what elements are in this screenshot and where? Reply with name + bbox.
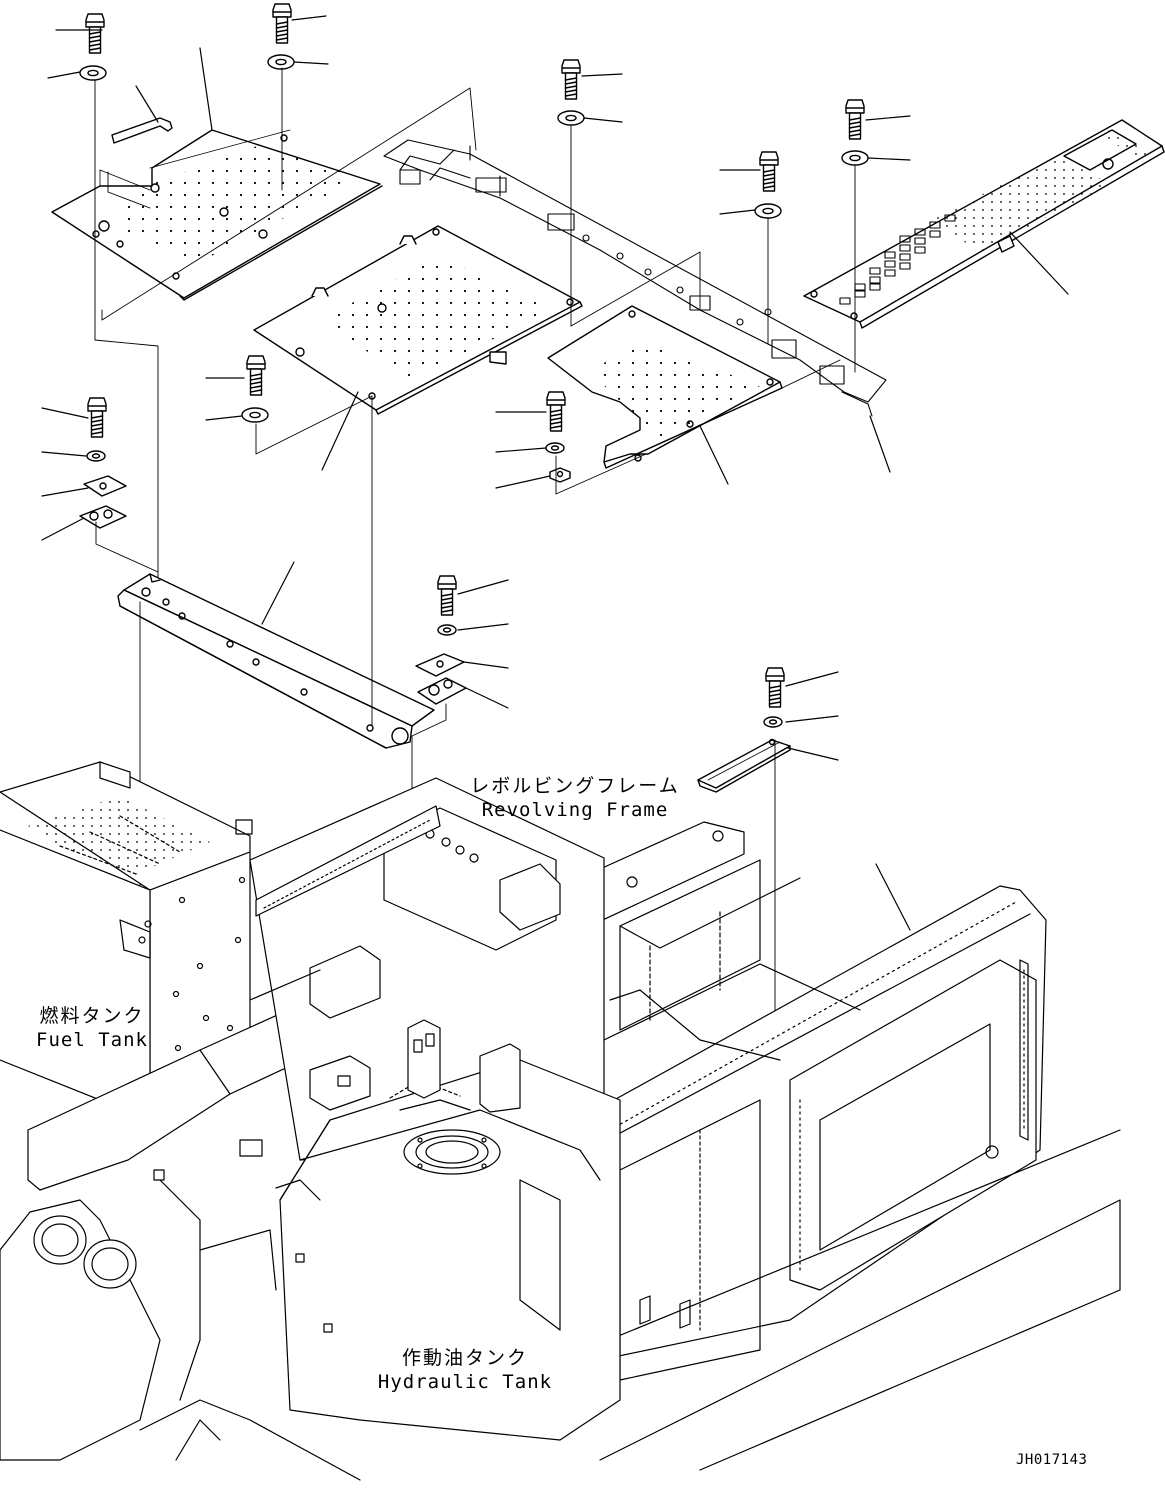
assembly-lines (94, 67, 856, 1081)
fuel-tank-label: 燃料タンク Fuel Tank (22, 1004, 162, 1052)
revolving-frame-label-en: Revolving Frame (481, 799, 669, 821)
revolving-frame-label: レボルビングフレーム Revolving Frame (465, 774, 685, 822)
revolving-frame (0, 761, 1121, 1481)
hydraulic-tank-label-en: Hydraulic Tank (377, 1371, 553, 1393)
hydraulic-tank-label: 作動油タンク Hydraulic Tank (360, 1346, 570, 1394)
floor-plate-center (253, 225, 583, 415)
drawing-code: JH017143 (1016, 1452, 1088, 1468)
l-wrench (111, 117, 173, 144)
support-beam (117, 573, 435, 749)
cover-bracket (697, 738, 791, 793)
floor-plate-right (547, 305, 783, 469)
upper-frame-rail (383, 139, 887, 417)
leader-lines (41, 15, 1069, 931)
hardware (79, 3, 869, 728)
fuel-tank-label-en: Fuel Tank (36, 1029, 148, 1051)
floor-plate-left (51, 129, 383, 301)
fuel-tank-label-jp: 燃料タンク (39, 1005, 145, 1027)
revolving-frame-label-jp: レボルビングフレーム (470, 775, 680, 797)
step-plate (803, 119, 1165, 329)
hydraulic-tank-label-jp: 作動油タンク (401, 1347, 528, 1369)
